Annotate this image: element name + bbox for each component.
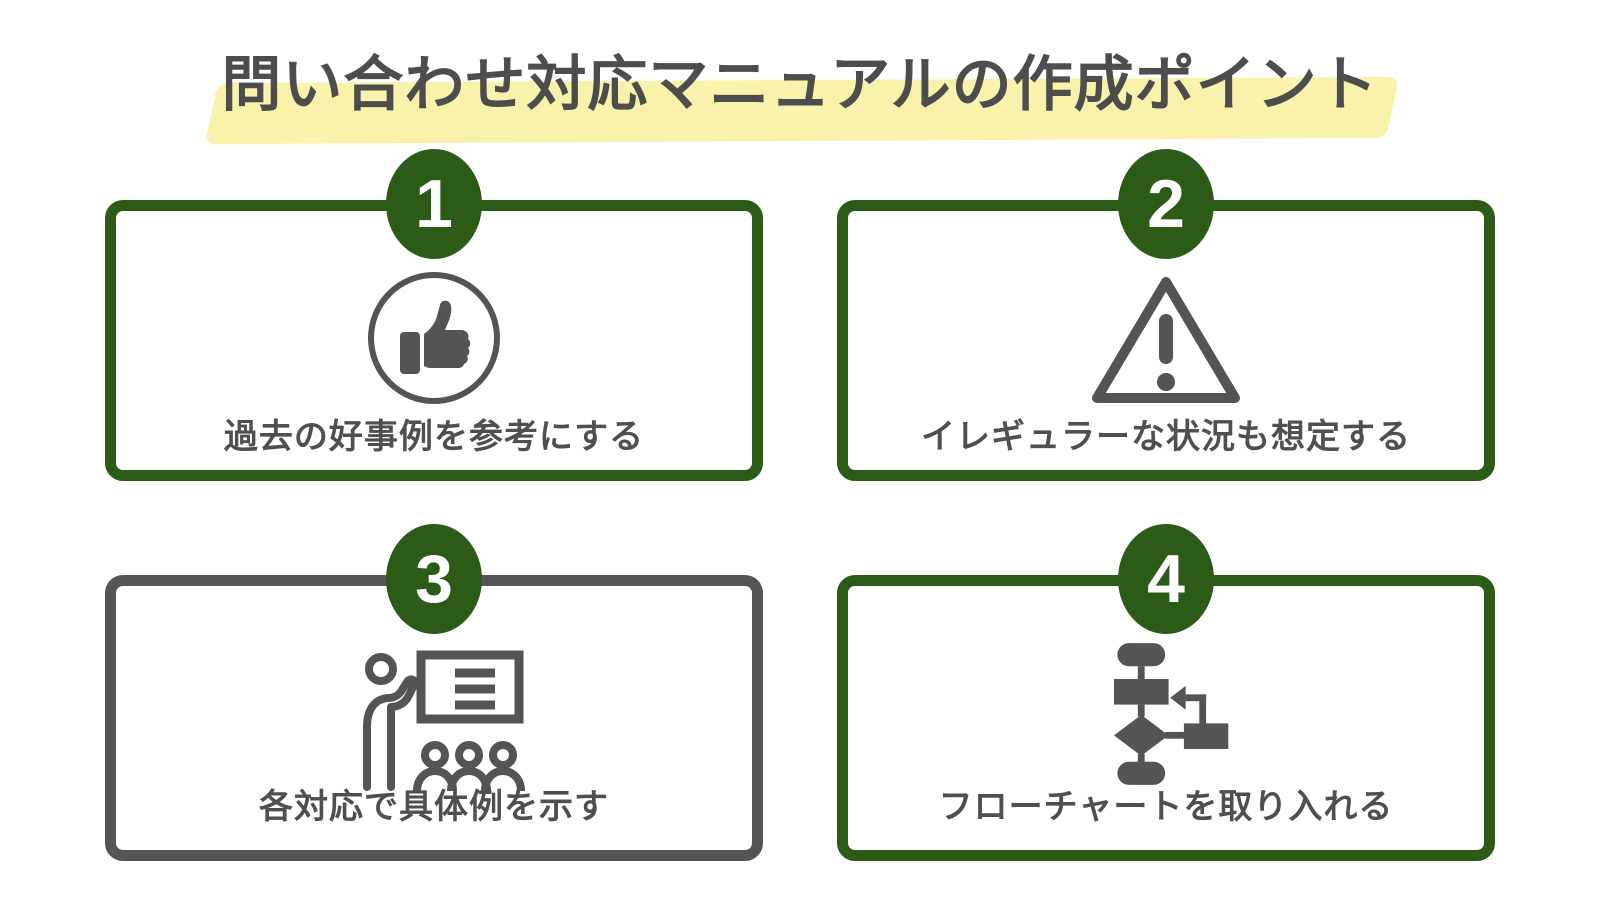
thumbs-up-icon: [368, 272, 500, 404]
point-card-1: 1 過去の好事例を参考にする: [105, 149, 763, 481]
number-badge: 4: [1118, 524, 1214, 634]
card-icon-area: [116, 643, 752, 793]
point-card-3: 3 各対応で具体例を: [105, 524, 763, 861]
number-badge: 1: [386, 149, 482, 259]
card-icon-area: [116, 268, 752, 408]
number-badge: 3: [386, 524, 482, 634]
page-title: 問い合わせ対応マニュアルの作成ポイント: [221, 51, 1379, 118]
card-caption: イレギュラーな状況も想定する: [921, 418, 1411, 456]
flowchart-icon: [1113, 643, 1229, 785]
card-icon-area: [848, 643, 1484, 785]
point-card-4: 4 フローチャートを取り入れる: [837, 524, 1495, 861]
card-caption: 各対応で具体例を示す: [259, 788, 609, 826]
point-card-2: 2 イレギュラーな状況も想定する: [837, 149, 1495, 481]
warning-triangle-icon: [1092, 277, 1240, 403]
number-badge: 2: [1118, 149, 1214, 259]
card-icon-area: [848, 268, 1484, 410]
card-caption: 過去の好事例を参考にする: [223, 418, 645, 456]
card-caption: フローチャートを取り入れる: [938, 788, 1394, 826]
presentation-icon: [363, 650, 525, 792]
